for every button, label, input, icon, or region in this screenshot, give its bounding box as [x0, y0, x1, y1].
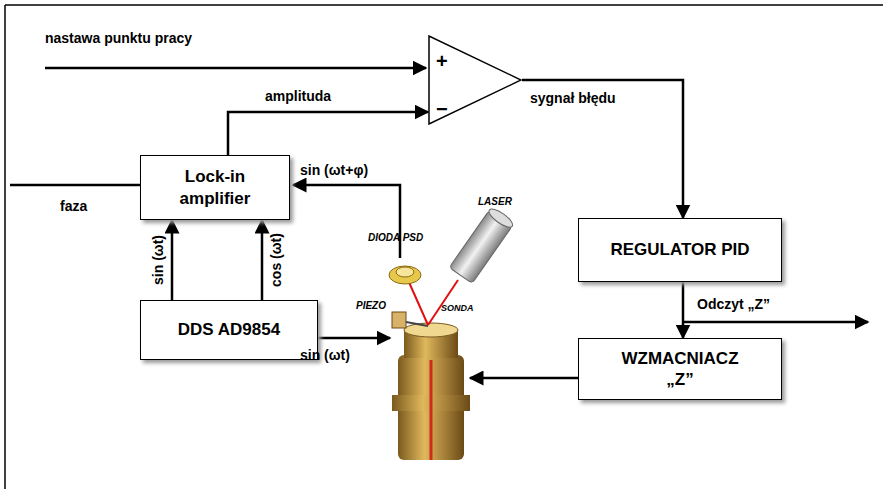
- signal-label: SONDA: [441, 303, 474, 313]
- signal-label: faza: [60, 198, 87, 214]
- edge-label: cos (ωt): [268, 233, 284, 287]
- frame-line: [5, 4, 883, 6]
- signal-label: nastawa punktu pracy: [45, 30, 192, 46]
- afm-head: [389, 206, 515, 460]
- signal-arrow: [171, 220, 174, 300]
- readout-wire: [683, 321, 868, 324]
- signal-label: PIEZO: [356, 300, 386, 311]
- edge-label: sin (ωt): [150, 235, 166, 285]
- amplifier-box: WZMACNIACZ „Z”: [578, 338, 782, 400]
- lockin-box: Lock-in amplifier: [140, 155, 290, 220]
- signal-arrow: [228, 112, 428, 155]
- psd-wire: [293, 185, 400, 258]
- box-label: Lock-in amplifier: [167, 166, 263, 209]
- box-label: REGULATOR PID: [610, 239, 749, 260]
- signal-label: sin (ωt+φ): [300, 162, 368, 178]
- signal-label: LASER: [478, 196, 512, 207]
- sign-label: +: [436, 51, 448, 71]
- scanner-wire: [470, 377, 578, 380]
- signal-label: Odczyt „Z”: [697, 296, 770, 312]
- pid-box: REGULATOR PID: [578, 218, 782, 282]
- signal-label: sin (ωt): [300, 347, 350, 363]
- box-label: WZMACNIACZ „Z”: [615, 348, 745, 391]
- comparator: +−: [428, 35, 522, 125]
- edge-label: amplituda: [265, 88, 331, 104]
- box-label: DDS AD9854: [178, 319, 280, 340]
- piezo-wire: [318, 337, 390, 340]
- dds-box: DDS AD9854: [140, 300, 318, 360]
- signal-arrow: [261, 220, 264, 300]
- phase-wire: [10, 184, 140, 187]
- frame-line: [4, 5, 6, 489]
- signal-arrow: [522, 80, 683, 218]
- edge-label: sygnał błędu: [530, 90, 616, 106]
- signal-label: DIODA PSD: [368, 232, 423, 243]
- sign-label: −: [436, 99, 448, 119]
- signal-arrow: [682, 282, 685, 338]
- setpoint-wire: [45, 67, 426, 70]
